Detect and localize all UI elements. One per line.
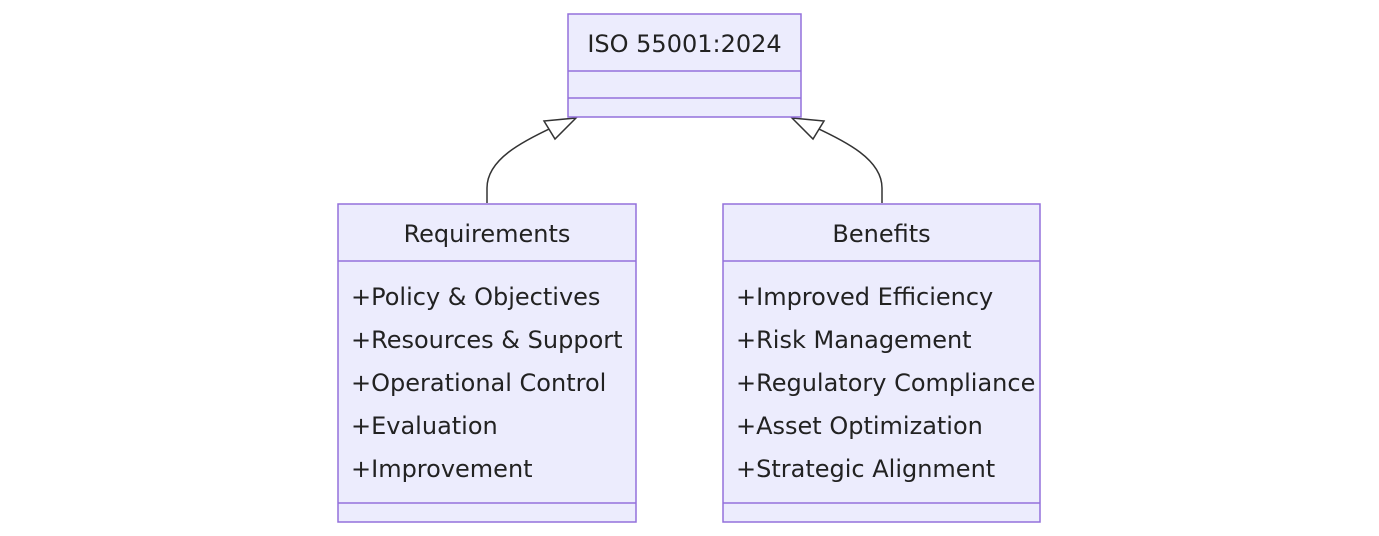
class-box-benefits	[722, 203, 1041, 523]
class-member: +Improved Efficiency	[736, 283, 993, 311]
class-title-benefits: Benefits	[832, 220, 930, 248]
class-member: +Operational Control	[351, 369, 606, 397]
edge-requirements-to-iso	[486, 123, 561, 203]
class-member: +Regulatory Compliance	[736, 369, 1035, 397]
relations	[486, 117, 883, 203]
class-member: +Asset Optimization	[736, 412, 983, 440]
class-box-iso	[567, 13, 802, 118]
class-member: +Resources & Support	[351, 326, 623, 354]
class-node-benefits[interactable]: Benefits +Improved Efficiency +Risk Mana…	[722, 203, 1041, 523]
class-member: +Risk Management	[736, 326, 972, 354]
class-member: +Policy & Objectives	[351, 283, 600, 311]
class-node-iso[interactable]: ISO 55001:2024	[567, 13, 802, 118]
class-member: +Improvement	[351, 455, 533, 483]
class-box-requirements	[337, 203, 637, 523]
inheritance-arrowhead-requirements	[542, 117, 579, 141]
inheritance-arrowhead-benefits	[789, 117, 826, 141]
class-member: +Strategic Alignment	[736, 455, 995, 483]
class-title-iso: ISO 55001:2024	[587, 30, 781, 58]
class-node-requirements[interactable]: Requirements +Policy & Objectives +Resou…	[337, 203, 637, 523]
edge-benefits-to-iso	[807, 123, 883, 203]
class-title-requirements: Requirements	[404, 220, 571, 248]
class-member: +Evaluation	[351, 412, 498, 440]
